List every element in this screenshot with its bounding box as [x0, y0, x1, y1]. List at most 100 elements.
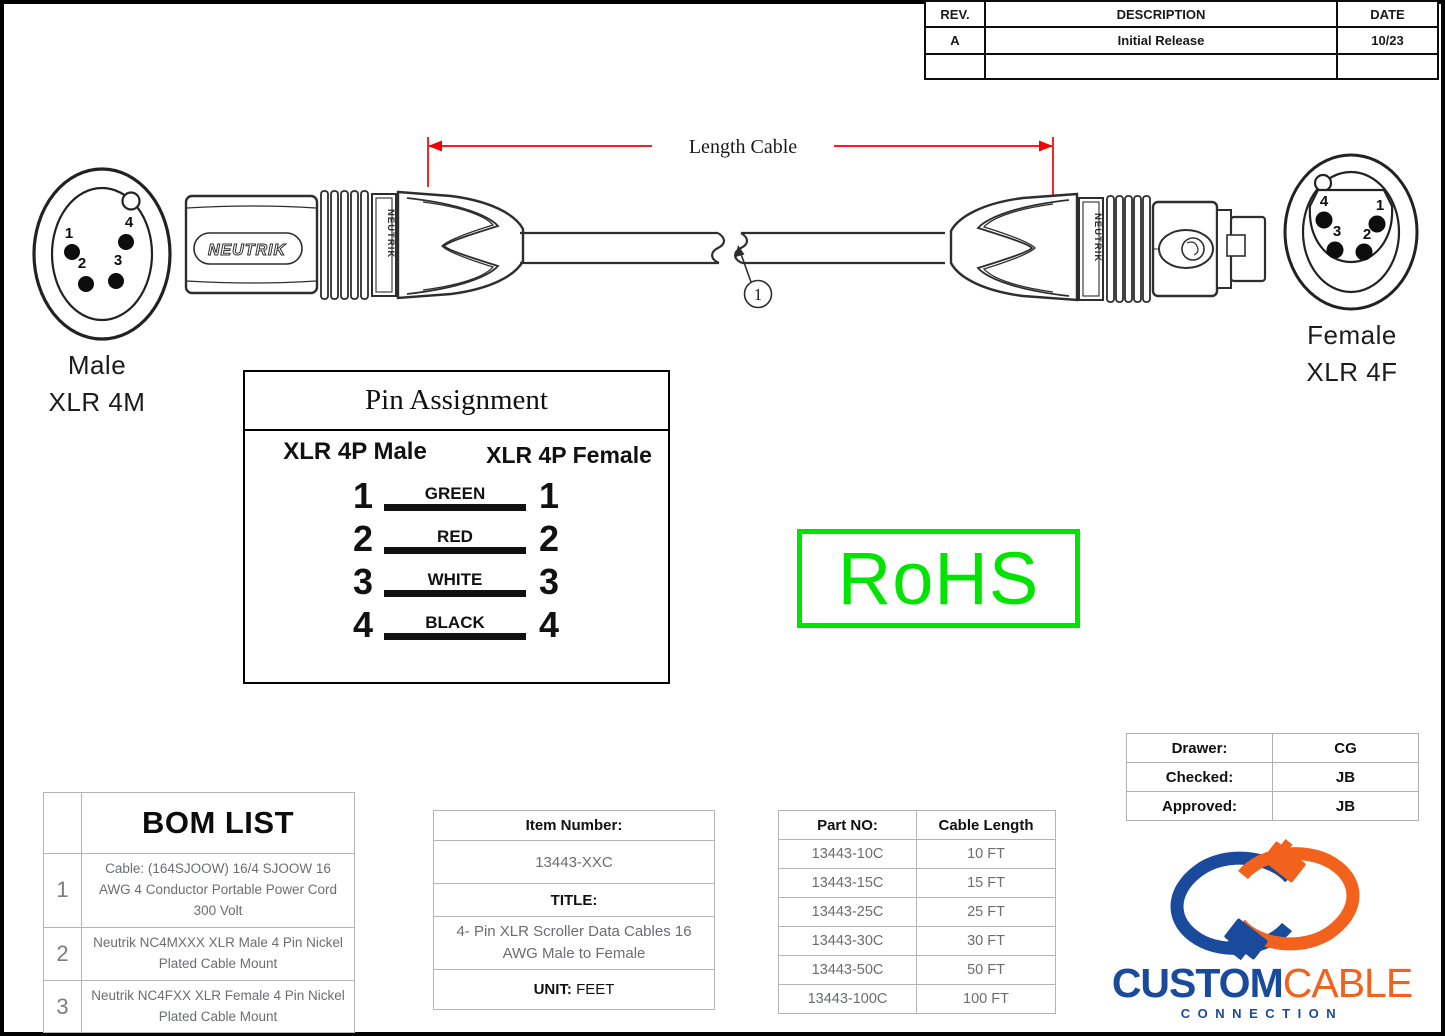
- neutrik-ribs: [320, 190, 369, 300]
- neutrik-brand-male: NEUTRIK: [208, 242, 287, 259]
- date-value: 10/23: [1336, 26, 1439, 55]
- rev-empty: [924, 53, 986, 80]
- cable-length: 15 FT: [916, 868, 1056, 898]
- pin-assignment-title: Pin Assignment: [245, 372, 668, 431]
- female-connector-label-line1: Female: [1307, 320, 1397, 350]
- pin-row-right-number: 2: [538, 518, 560, 559]
- revision-row: A Initial Release 10/23: [924, 26, 1439, 55]
- female-pin2-label: 2: [1363, 226, 1371, 243]
- blue-connector-head: [1223, 918, 1268, 961]
- female-connector-label-line2: XLR 4F: [1306, 357, 1398, 387]
- female-boot: [949, 192, 1079, 302]
- description-header: DESCRIPTION: [984, 0, 1338, 28]
- female-pin3-label: 3: [1333, 223, 1341, 240]
- male-xlr-side-drawing: NEUTRIK NEUTRIK: [184, 190, 525, 300]
- wire-color-label: BLACK: [425, 613, 485, 632]
- parts-header-row: Part NO: Cable Length: [778, 810, 1056, 840]
- logo-wordmark: CUSTOMCABLE: [1082, 960, 1442, 1007]
- parts-table: Part NO: Cable Length 13443-10C 10 FT 13…: [778, 810, 1056, 1014]
- revision-table: REV. DESCRIPTION DATE A Initial Release …: [924, 0, 1439, 80]
- cable-length: 50 FT: [916, 955, 1056, 985]
- male-pins: [64, 234, 134, 292]
- revision-row-empty: [924, 53, 1439, 80]
- approved-label: Approved:: [1126, 791, 1273, 821]
- bom-item-row: 1 Cable: (164SJOOW) 16/4 SJOOW 16 AWG 4 …: [44, 853, 354, 927]
- approved-value: JB: [1272, 791, 1419, 821]
- wire-color-label: WHITE: [427, 570, 483, 589]
- wire-line: [384, 590, 526, 597]
- wire-line: [384, 633, 526, 640]
- bom-header-row: BOM LIST: [44, 793, 354, 853]
- unit-value: FEET: [576, 981, 615, 998]
- cable-length: 100 FT: [916, 984, 1056, 1014]
- drawer-label: Drawer:: [1126, 733, 1273, 763]
- cable-length: 10 FT: [916, 839, 1056, 869]
- parts-row: 13443-50C 50 FT: [778, 955, 1056, 985]
- item-title-label: TITLE:: [434, 883, 714, 916]
- callout-number: 1: [754, 285, 763, 304]
- pin-assignment-left-header: XLR 4P Male: [283, 438, 427, 465]
- logo-word-custom: CUSTOM: [1111, 960, 1284, 1006]
- part-no: 13443-10C: [778, 839, 917, 869]
- item-title-value: 4- Pin XLR Scroller Data Cables 16 AWG M…: [434, 916, 714, 969]
- pin-row-right-number: 1: [538, 475, 560, 516]
- wire-line: [384, 504, 526, 511]
- male-pin2-label: 2: [78, 255, 86, 272]
- orange-connector-head: [1262, 839, 1306, 883]
- male-xlr-face-drawing: 1 4 2 3: [32, 167, 172, 341]
- rohs-badge: RoHS: [797, 529, 1080, 628]
- approval-row: Drawer: CG: [1126, 733, 1419, 763]
- bom-callout-1: 1: [735, 245, 773, 309]
- pin-row-left-number: 2: [352, 518, 374, 559]
- male-connector-label-line2: XLR 4M: [48, 387, 146, 417]
- part-no: 13443-50C: [778, 955, 917, 985]
- rev-value: A: [924, 26, 986, 55]
- wire-line: [384, 547, 526, 554]
- part-no: 13443-100C: [778, 984, 917, 1014]
- unit-label: UNIT:: [533, 981, 572, 998]
- description-value: Initial Release: [984, 26, 1338, 55]
- cable-length-header: Cable Length: [916, 810, 1056, 840]
- checked-label: Checked:: [1126, 762, 1273, 792]
- polarity-notch: [121, 191, 141, 211]
- length-dimension: Length Cable: [427, 136, 1054, 198]
- female-xlr-side-drawing: NEUTRIK: [949, 192, 1267, 303]
- date-empty: [1336, 53, 1439, 80]
- part-no: 13443-25C: [778, 897, 917, 927]
- part-no: 13443-30C: [778, 926, 917, 956]
- polarity-notch-female: [1313, 173, 1333, 193]
- male-connector-label-line1: Male: [67, 350, 127, 380]
- wire-color-label: RED: [437, 527, 473, 546]
- male-pin1-label: 1: [65, 225, 73, 242]
- logo-word-connection: CONNECTION: [1180, 1006, 1344, 1021]
- bom-item-row: 2 Neutrik NC4MXXX XLR Male 4 Pin Nickel …: [44, 926, 354, 980]
- revision-header-row: REV. DESCRIPTION DATE: [924, 0, 1439, 28]
- wire-color-label: GREEN: [424, 484, 486, 503]
- parts-row: 13443-10C 10 FT: [778, 839, 1056, 869]
- pin-row-right-number: 3: [538, 561, 560, 602]
- parts-row: 13443-100C 100 FT: [778, 984, 1056, 1014]
- item-number-value: 13443-XXC: [434, 840, 714, 883]
- cable-drawing: 1: [520, 231, 945, 309]
- bom-item-number: 3: [44, 980, 82, 1033]
- dimension-label: Length Cable: [689, 136, 797, 158]
- female-pins: [1315, 211, 1386, 261]
- pin-assignment-box: Pin Assignment XLR 4P Male XLR 4P Female…: [243, 370, 670, 684]
- bom-item-description: Neutrik NC4MXXX XLR Male 4 Pin Nickel Pl…: [93, 934, 343, 971]
- drawer-value: CG: [1272, 733, 1419, 763]
- parts-row: 13443-15C 15 FT: [778, 868, 1056, 898]
- rohs-label: RoHS: [837, 537, 1040, 620]
- neutrik-ribs-female: [1106, 195, 1151, 303]
- approval-row: Checked: JB: [1126, 762, 1419, 792]
- part-no: 13443-15C: [778, 868, 917, 898]
- approval-table: Drawer: CG Checked: JB Approved: JB: [1126, 733, 1419, 821]
- cable-length: 30 FT: [916, 926, 1056, 956]
- neutrik-vertical-female: NEUTRIK: [1092, 213, 1103, 262]
- rev-header: REV.: [924, 0, 986, 28]
- dimension-arrow-right: [1039, 140, 1053, 152]
- logo-word-cable: CABLE: [1282, 960, 1413, 1006]
- neutrik-vertical-male: NEUTRIK: [385, 209, 396, 258]
- part-no-header: Part NO:: [778, 810, 917, 840]
- approval-row: Approved: JB: [1126, 791, 1419, 821]
- bom-header-number-cell: [44, 793, 82, 853]
